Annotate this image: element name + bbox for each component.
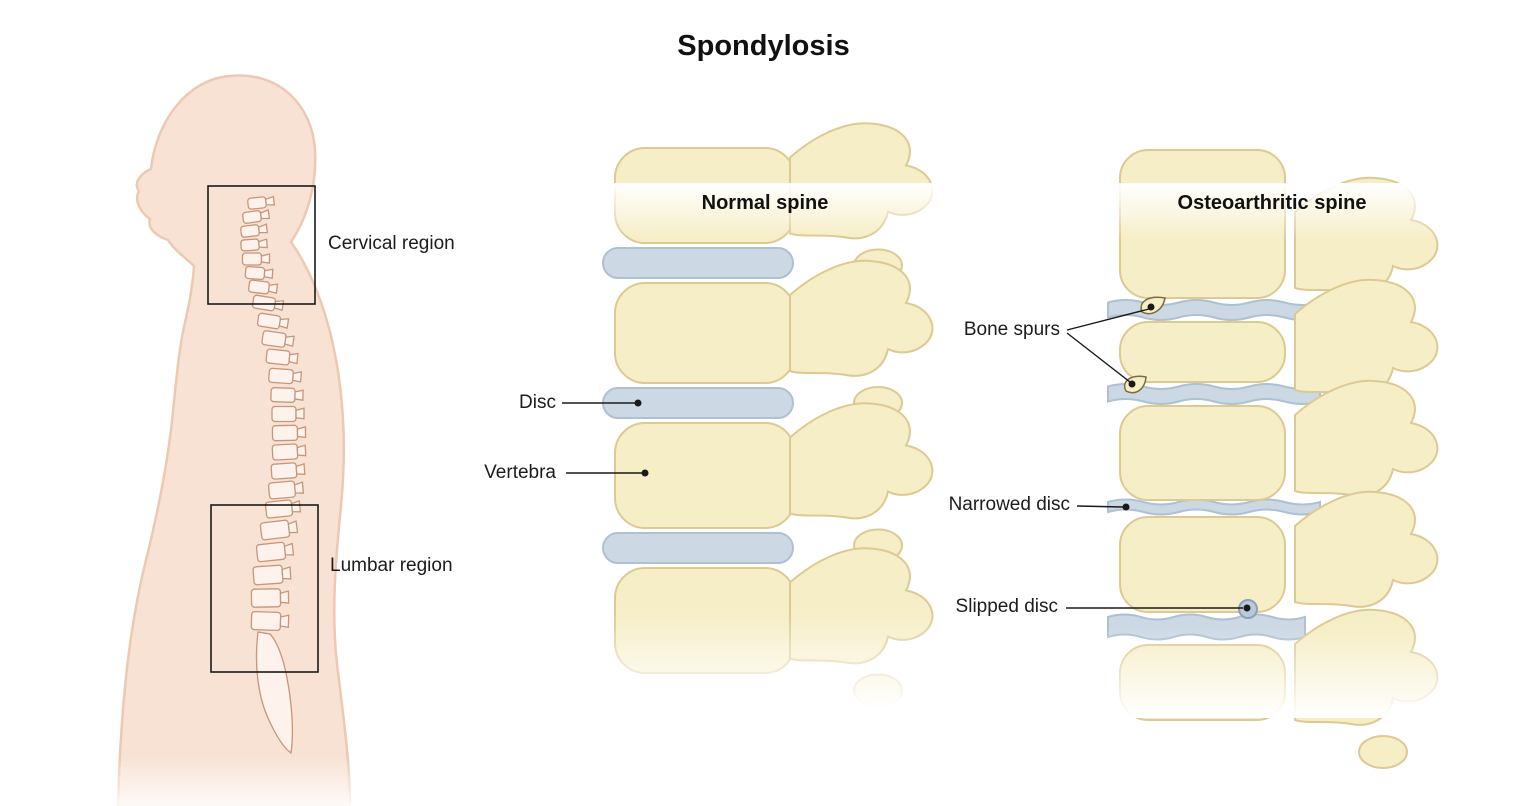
slipped-disc-pointer-dot (1243, 604, 1251, 612)
cervical-region-label: Cervical region (328, 233, 455, 254)
cervical-region-box (207, 185, 316, 305)
bone-spur-pointer-dot-1 (1147, 303, 1155, 311)
bone-spurs-label: Bone spurs (963, 319, 1060, 340)
annotations (207, 185, 1251, 673)
fade-overlays (90, 183, 1455, 806)
diagram-title: Spondylosis (677, 30, 850, 62)
normal-spine-heading: Normal spine (701, 192, 829, 214)
body-silhouette (116, 74, 352, 806)
slipped-disc-label: Slipped disc (955, 596, 1058, 617)
body-spine (240, 195, 307, 632)
narrowed-disc-pointer-dot (1122, 503, 1130, 511)
body-illustration (116, 74, 352, 806)
vertebra-pointer-dot (641, 469, 649, 477)
bone-spur-leader-line-2 (1066, 332, 1131, 383)
sacrum (255, 631, 294, 755)
bone-spur-leader-line-1 (1066, 308, 1150, 331)
narrowed-disc-leader-line (1076, 505, 1124, 508)
bone-spur-pointer-dot-2 (1128, 380, 1136, 388)
disc-pointer-dot (634, 399, 642, 407)
narrowed-disc-label: Narrowed disc (948, 494, 1070, 515)
lumbar-region-box (210, 504, 319, 673)
osteoarthritic-spine-heading: Osteoarthritic spine (1177, 192, 1367, 214)
vertebra-label: Vertebra (484, 462, 556, 483)
disc-label: Disc (519, 392, 556, 413)
lumbar-region-label: Lumbar region (330, 555, 453, 576)
